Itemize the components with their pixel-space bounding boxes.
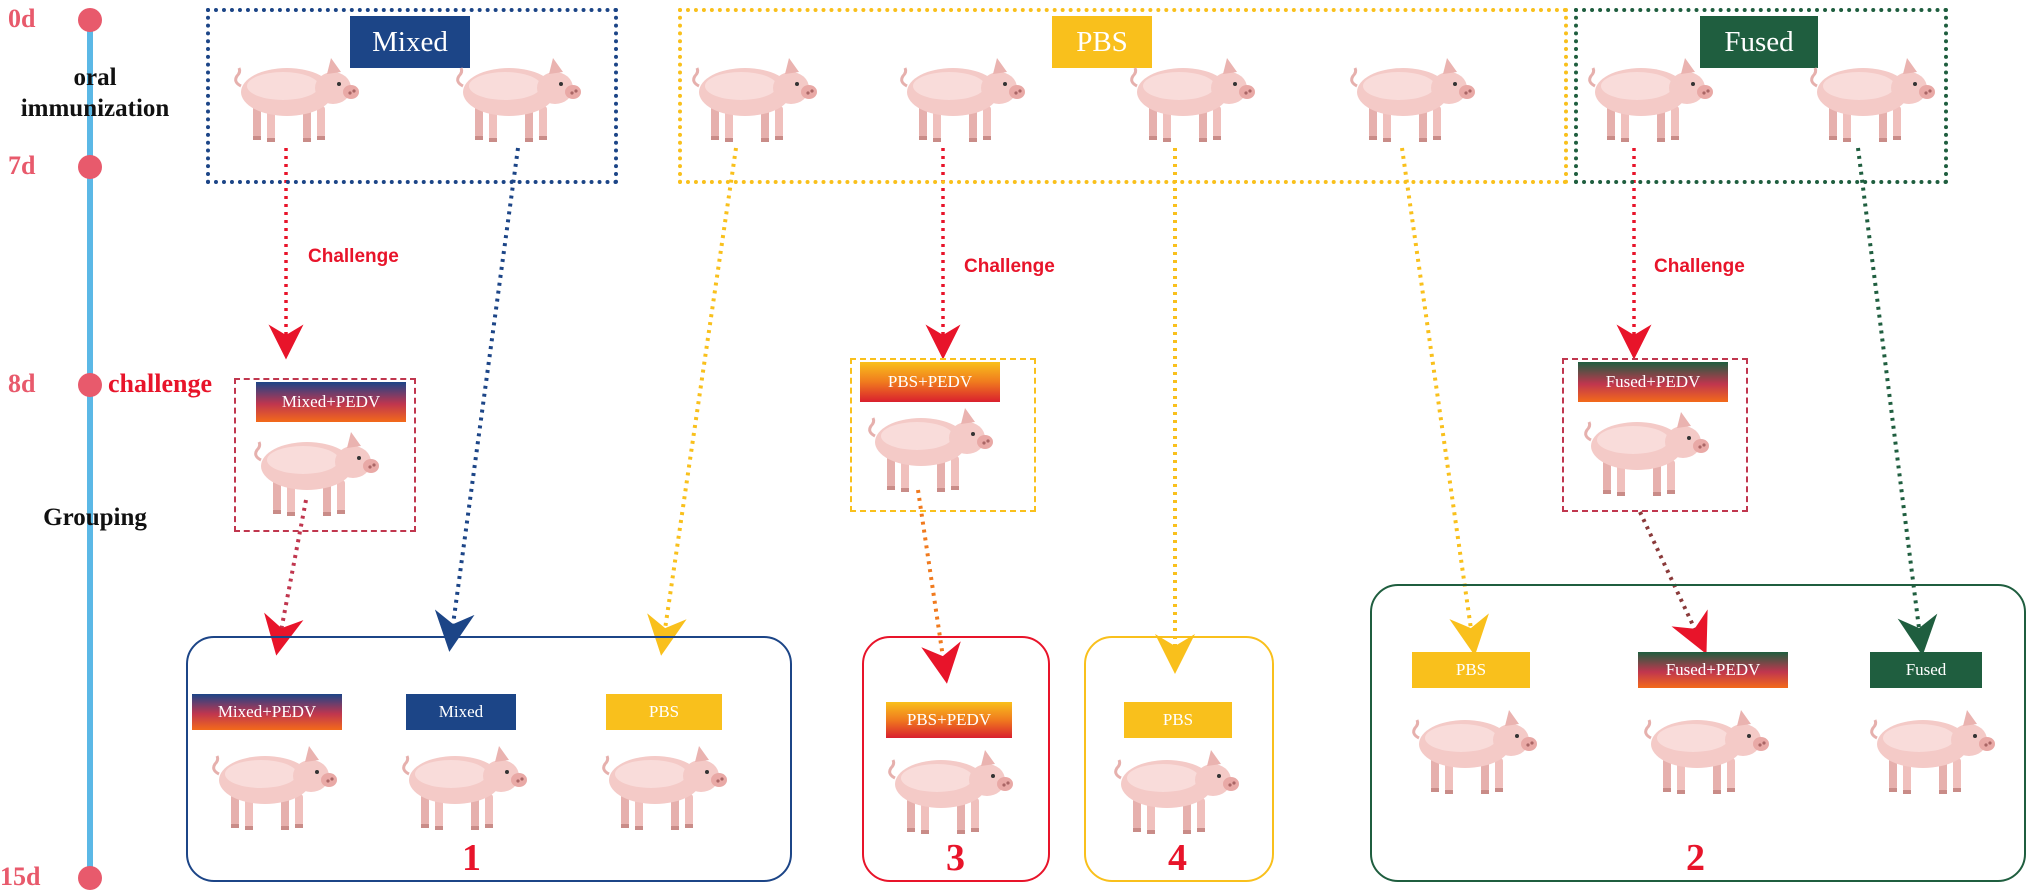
pig-icon — [230, 48, 362, 148]
pig-icon — [688, 48, 820, 148]
pbs-pedv-box — [850, 358, 1036, 512]
arrow-fused-to-group2 — [1856, 147, 1938, 656]
arrow-pbs-to-group2 — [1400, 147, 1489, 656]
final-group-1-number: 1 — [462, 837, 481, 879]
pbs-group-label: PBS — [1052, 16, 1152, 68]
fused-group-label: Fused — [1700, 16, 1818, 68]
timeline-dot-8d — [78, 373, 102, 397]
mixed-pedv-box — [234, 378, 416, 532]
pig-icon — [452, 48, 584, 148]
pig-icon — [1110, 740, 1242, 840]
pig-icon — [896, 48, 1028, 148]
pbs-pedv-label: PBS+PEDV — [860, 362, 1000, 402]
mixed-pedv-label: Mixed+PEDV — [256, 382, 406, 422]
pig-icon — [250, 422, 382, 522]
pig-icon — [864, 398, 996, 498]
stage-oral-immunization: oral immunization — [10, 62, 180, 124]
timeline-dot-7d — [78, 155, 102, 179]
pig-icon — [1806, 48, 1938, 148]
timeline-label-7d: 7d — [8, 151, 36, 180]
timeline-label-0d: 0d — [8, 4, 36, 33]
final-group-2-box — [1370, 584, 2026, 882]
pig-icon — [1640, 700, 1772, 800]
timeline-label-8d: 8d — [8, 369, 36, 398]
final-group-3-number: 3 — [946, 837, 965, 879]
final-group-4-number: 4 — [1168, 837, 1187, 879]
pig-icon — [1346, 48, 1478, 148]
fused-pedv-box — [1562, 358, 1748, 512]
pig-icon — [884, 740, 1016, 840]
pbs-group-box — [678, 8, 1568, 184]
arrow-pbs-to-group1 — [647, 147, 738, 656]
challenge-label-fused: Challenge — [1654, 256, 1745, 277]
pig-icon — [208, 736, 340, 836]
pig-icon — [1866, 700, 1998, 800]
stage-oral-line2: immunization — [20, 95, 170, 122]
group4-pbs-label: PBS — [1124, 702, 1232, 738]
stage-challenge: challenge — [108, 369, 212, 398]
pig-icon — [398, 736, 530, 836]
mixed-group-label: Mixed — [350, 16, 470, 68]
timeline-dot-0d — [78, 8, 102, 32]
group2-fused-label: Fused — [1870, 652, 1982, 688]
fused-pedv-label: Fused+PEDV — [1578, 362, 1728, 402]
fused-group-box — [1574, 8, 1948, 184]
final-group-4-box — [1084, 636, 1274, 882]
group2-fused-pedv-label: Fused+PEDV — [1638, 652, 1788, 688]
group1-pbs-label: PBS — [606, 694, 722, 730]
final-group-2-number: 2 — [1686, 837, 1705, 879]
challenge-label-pbs: Challenge — [964, 256, 1055, 277]
pig-icon — [1408, 700, 1540, 800]
group1-mixed-label: Mixed — [406, 694, 516, 730]
timeline-dot-15d — [78, 866, 102, 890]
group1-mixed-pedv-label: Mixed+PEDV — [192, 694, 342, 730]
stage-grouping: Grouping — [43, 504, 147, 531]
timeline-label-15d: 15d — [0, 862, 41, 891]
pig-icon — [1126, 48, 1258, 148]
final-group-1-box — [186, 636, 792, 882]
pig-icon — [598, 736, 730, 836]
group3-pbs-pedv-label: PBS+PEDV — [886, 702, 1012, 738]
group2-pbs-label: PBS — [1412, 652, 1530, 688]
pig-icon — [1580, 402, 1712, 502]
challenge-label-mixed: Challenge — [308, 246, 399, 267]
arrow-mixed-to-group1 — [434, 147, 520, 652]
final-group-3-box — [862, 636, 1050, 882]
stage-oral-line1: oral — [73, 64, 117, 91]
pig-icon — [1584, 48, 1716, 148]
mixed-group-box — [206, 8, 618, 184]
